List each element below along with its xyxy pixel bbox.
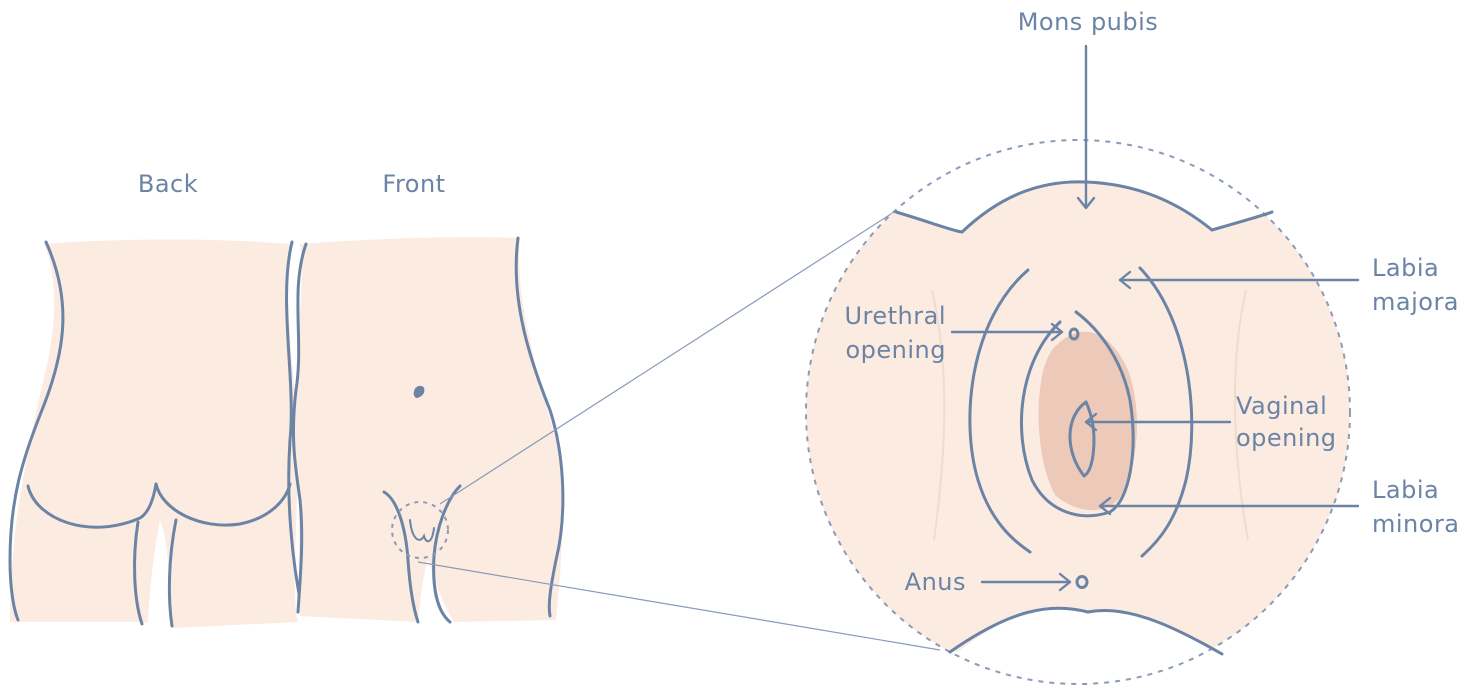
label-urethral-line1: Urethral [844, 302, 946, 330]
label-back: Back [138, 170, 198, 198]
label-urethral-line2: opening [845, 336, 946, 364]
label-labia-minora-line1: Labia [1372, 476, 1439, 504]
back-skin [10, 240, 298, 629]
label-labia-minora-line2: minora [1372, 510, 1460, 538]
back-view [10, 240, 302, 629]
label-front: Front [382, 170, 445, 198]
label-vaginal-line2: opening [1236, 424, 1337, 452]
label-mons-pubis: Mons pubis [1018, 8, 1159, 36]
label-vaginal-line1: Vaginal [1236, 392, 1327, 420]
label-anus: Anus [905, 568, 966, 596]
label-labia-majora-line2: majora [1372, 288, 1459, 316]
zoom-bottom-white [800, 607, 1360, 690]
label-labia-majora-line1: Labia [1372, 254, 1439, 282]
